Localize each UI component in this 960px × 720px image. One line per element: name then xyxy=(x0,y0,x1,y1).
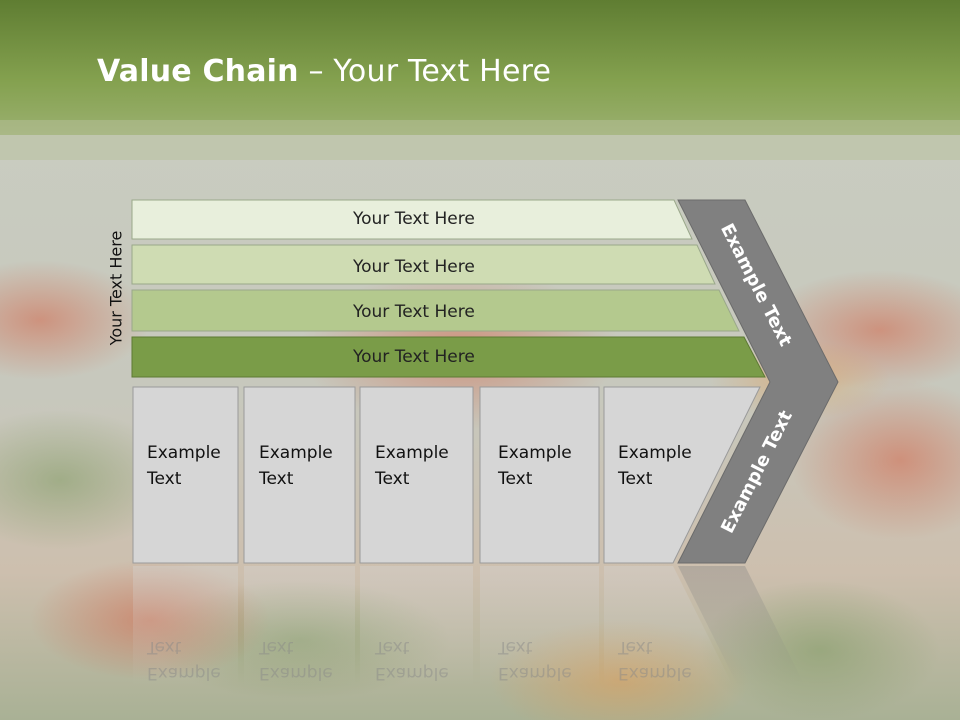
box-5-reflection xyxy=(604,566,733,686)
box-5-line2: Text xyxy=(618,469,653,489)
box-5 xyxy=(603,386,761,564)
box-2-reflection xyxy=(244,566,355,686)
box-3-line2: Text xyxy=(375,469,410,489)
bar-1-label: Your Text Here xyxy=(353,209,475,229)
bar-4 xyxy=(131,336,766,378)
bar-2-label: Your Text Here xyxy=(353,257,475,277)
box-3 xyxy=(359,386,474,564)
box-2-reflection-line2: Text xyxy=(259,637,294,657)
box-1-line2: Text xyxy=(147,469,182,489)
chevron-reflection xyxy=(678,566,805,686)
box-3-reflection-line1: Example xyxy=(375,663,449,683)
bar-2 xyxy=(131,244,716,285)
bar-3 xyxy=(131,289,740,332)
box-5-text-reflection: Example Text xyxy=(618,634,692,686)
box-4-line2: Text xyxy=(498,469,533,489)
box-4-reflection-line1: Example xyxy=(498,663,572,683)
box-5-reflection-line2: Text xyxy=(618,637,653,657)
box-2-line1: Example xyxy=(259,443,333,463)
box-5-reflection-line1: Example xyxy=(618,663,692,683)
box-3-text-reflection: Example Text xyxy=(375,634,449,686)
bar-3-label: Your Text Here xyxy=(353,302,475,322)
box-1-line1: Example xyxy=(147,443,221,463)
box-2-text-reflection: Example Text xyxy=(259,634,333,686)
box-4-reflection xyxy=(480,566,599,686)
bar-1 xyxy=(131,199,693,240)
box-4-text-reflection: Example Text xyxy=(498,634,572,686)
bar-4-label: Your Text Here xyxy=(353,347,475,367)
box-1 xyxy=(132,386,239,564)
box-3-reflection-line2: Text xyxy=(375,637,410,657)
box-2-reflection-line1: Example xyxy=(259,663,333,683)
box-2 xyxy=(243,386,356,564)
slide-title: Value Chain – Your Text Here xyxy=(97,54,551,89)
box-4-line1: Example xyxy=(498,443,572,463)
box-1-reflection-line2: Text xyxy=(147,637,182,657)
box-1-reflection xyxy=(133,566,238,686)
box-3-line1: Example xyxy=(375,443,449,463)
box-2-line2: Text xyxy=(259,469,294,489)
box-1-reflection-line1: Example xyxy=(147,663,221,683)
title-rest: – Your Text Here xyxy=(298,54,552,89)
box-1-text-reflection: Example Text xyxy=(147,634,221,686)
title-bold: Value Chain xyxy=(97,54,299,89)
box-3-reflection xyxy=(360,566,473,686)
box-5-line1: Example xyxy=(618,443,692,463)
box-4-reflection-line2: Text xyxy=(498,637,533,657)
chevron-arrow xyxy=(677,199,839,564)
box-4 xyxy=(479,386,600,564)
